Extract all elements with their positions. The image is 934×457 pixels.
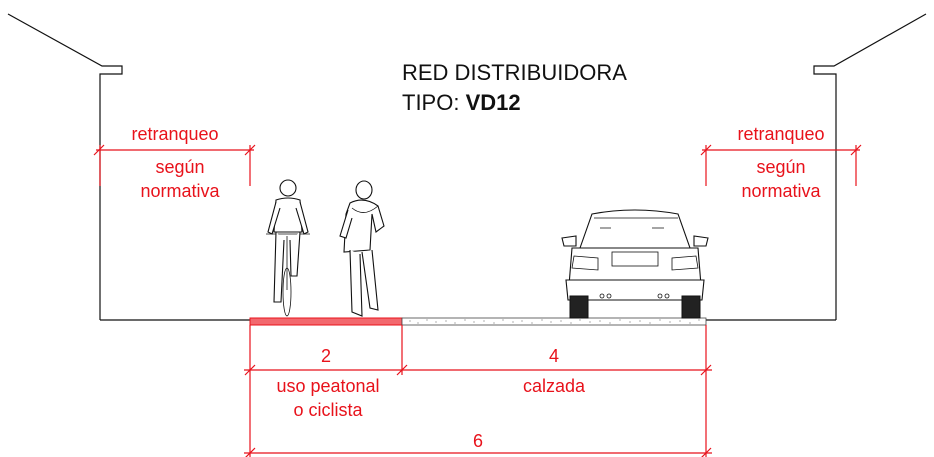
roadway-label: calzada xyxy=(523,376,586,396)
left-setback-note-line-2: normativa xyxy=(140,181,220,201)
right-setback-annotation: retranqueo según normativa xyxy=(700,124,862,201)
total-width-value: 6 xyxy=(473,431,483,451)
car-icon xyxy=(561,209,709,319)
dimension-lines xyxy=(244,325,712,457)
roadway-surface xyxy=(401,317,707,326)
title-type-code: VD12 xyxy=(466,90,521,115)
pedestrian-icon xyxy=(339,180,385,317)
cyclist-icon xyxy=(266,179,310,317)
right-setback-note-line-1: según xyxy=(756,157,805,177)
bike-lane-band xyxy=(249,317,403,326)
right-setback-note-line-2: normativa xyxy=(741,181,821,201)
right-building-outline xyxy=(813,13,927,320)
pedestrian-label-line-2: o ciclista xyxy=(293,400,363,420)
left-setback-label: retranqueo xyxy=(131,124,218,144)
left-building-outline xyxy=(7,13,123,320)
right-setback-label: retranqueo xyxy=(737,124,824,144)
left-setback-note-line-1: según xyxy=(155,157,204,177)
pedestrian-label-line-1: uso peatonal xyxy=(276,376,379,396)
roadway-width-value: 4 xyxy=(549,346,559,366)
title-line-1: RED DISTRIBUIDORA xyxy=(402,60,627,85)
pedestrian-width-value: 2 xyxy=(321,346,331,366)
left-setback-annotation: retranqueo según normativa xyxy=(93,124,256,201)
title-type-prefix: TIPO: xyxy=(402,90,466,115)
title-line-2: TIPO: VD12 xyxy=(402,90,521,115)
